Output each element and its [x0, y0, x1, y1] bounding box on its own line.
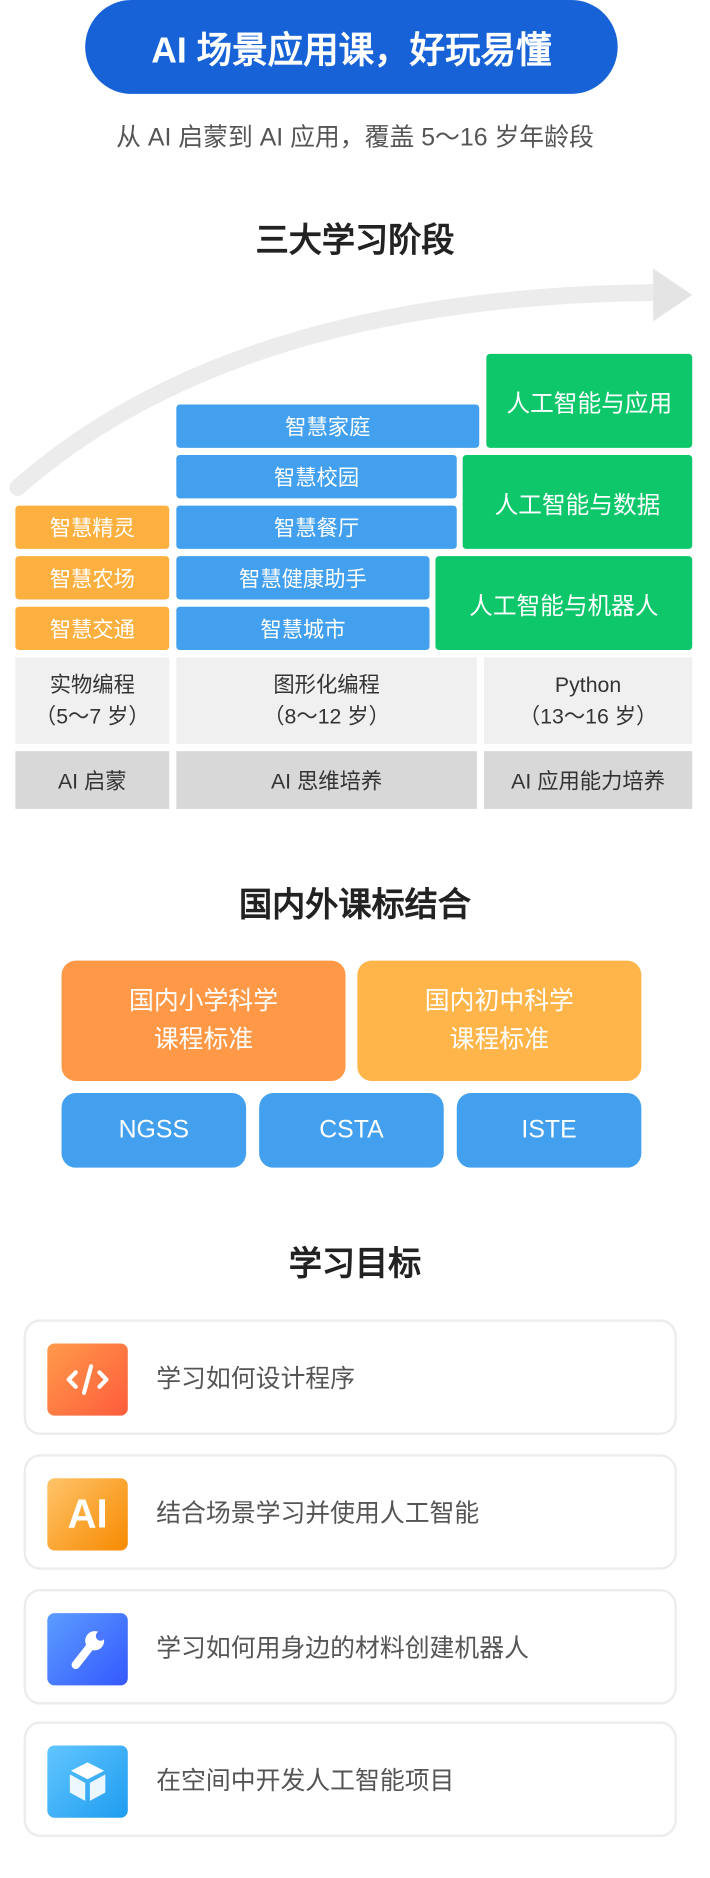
goal-text: 学习如何设计程序 [156, 1365, 355, 1393]
topic-smart-sprite: 智慧精灵 [15, 505, 170, 549]
ai-icon: AI [47, 1478, 128, 1551]
topic-ai-application: 人工智能与应用 [486, 353, 693, 448]
cube-icon [47, 1745, 128, 1818]
goal-text: 结合场景学习并使用人工智能 [156, 1499, 480, 1528]
age-range: （8～12 岁） [263, 704, 390, 729]
topic-smart-campus: 智慧校园 [176, 455, 457, 499]
age-range: （5～7 岁） [34, 704, 150, 729]
subtitle: 从 AI 启蒙到 AI 应用，覆盖 5～16 岁年龄段 [116, 123, 594, 152]
goal-card: 学习如何设计程序 [23, 1319, 677, 1435]
standards-title: 国内外课标结合 [239, 885, 471, 924]
goal-text: 学习如何用身边的材料创建机器人 [156, 1634, 529, 1663]
standard-ngss: NGSS [61, 1093, 247, 1168]
standard-line: 课程标准 [153, 1025, 254, 1054]
topic-ai-data: 人工智能与数据 [462, 455, 693, 549]
goal-card: 在空间中开发人工智能项目 [23, 1721, 677, 1837]
code-icon [47, 1343, 128, 1416]
wrench-icon [47, 1613, 128, 1686]
progress-arrow-icon [9, 268, 693, 496]
standard-iste: ISTE [456, 1093, 642, 1168]
goals-title: 学习目标 [288, 1244, 422, 1283]
method-label: 图形化编程 [273, 672, 380, 698]
standard-csta: CSTA [259, 1093, 444, 1168]
headline-banner: AI 场景应用课，好玩易懂 [85, 0, 618, 94]
stage1-level: AI 启蒙 [15, 751, 170, 809]
goal-card: 学习如何用身边的材料创建机器人 [23, 1589, 677, 1705]
stage2-level: AI 思维培养 [176, 751, 477, 809]
stage1-method: 实物编程 （5～7 岁） [15, 657, 170, 744]
stages-title: 三大学习阶段 [255, 221, 455, 259]
stage3-method: Python （13～16 岁） [483, 657, 693, 744]
stage2-method: 图形化编程 （8～12 岁） [176, 657, 477, 744]
topic-smart-home: 智慧家庭 [176, 404, 480, 448]
goal-text: 在空间中开发人工智能项目 [156, 1767, 455, 1795]
method-label: Python [554, 672, 622, 698]
topic-smart-city: 智慧城市 [176, 606, 430, 651]
standard-primary-science: 国内小学科学课程标准 [61, 960, 346, 1082]
topic-smart-health: 智慧健康助手 [176, 556, 430, 600]
headline-title: AI 场景应用课，好玩易懂 [151, 31, 552, 72]
standard-line: 国内初中科学 [424, 987, 574, 1015]
standard-junior-science: 国内初中科学课程标准 [357, 960, 642, 1082]
topic-smart-traffic: 智慧交通 [15, 606, 170, 651]
topic-smart-farm: 智慧农场 [15, 556, 170, 600]
standard-line: 国内小学科学 [128, 987, 279, 1015]
standard-line: 课程标准 [449, 1025, 550, 1054]
topic-smart-restaurant: 智慧餐厅 [176, 505, 457, 549]
stage3-level: AI 应用能力培养 [483, 751, 693, 809]
method-label: 实物编程 [49, 672, 135, 698]
goal-card: AI 结合场景学习并使用人工智能 [23, 1454, 677, 1570]
age-range: （13～16 岁） [518, 704, 658, 729]
topic-ai-robot: 人工智能与机器人 [435, 556, 693, 651]
